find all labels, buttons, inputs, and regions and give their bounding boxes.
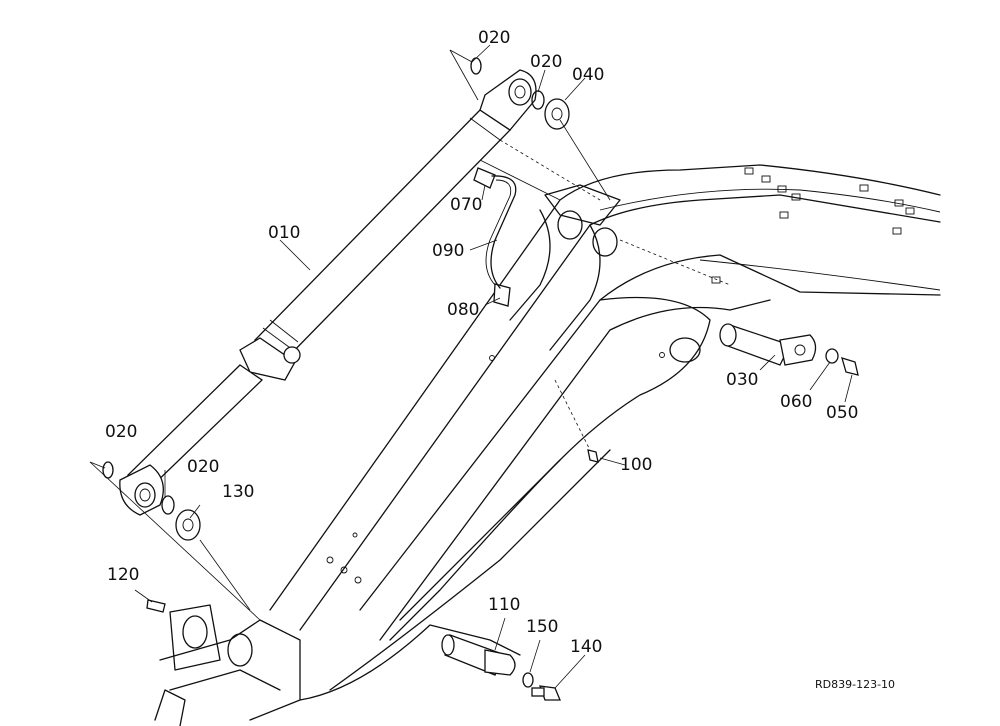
- callout-110: 110: [488, 595, 520, 615]
- callout-010: 010: [268, 223, 300, 243]
- pins-and-bolts: [146, 167, 859, 701]
- callout-020-lower: 020: [105, 422, 137, 442]
- callout-020-rod: 020: [187, 457, 219, 477]
- washer-060: [825, 348, 839, 364]
- callout-140: 140: [570, 637, 602, 657]
- callout-060: 060: [780, 392, 812, 412]
- o-rings-and-washers: [102, 57, 839, 541]
- callout-090: 090: [432, 241, 464, 261]
- washer-130: [175, 509, 201, 541]
- o-ring-020a: [470, 57, 482, 75]
- callout-020-top: 020: [478, 28, 510, 48]
- leader-lines: [89, 44, 853, 689]
- callout-080: 080: [447, 300, 479, 320]
- washer-040: [544, 98, 570, 130]
- callout-120: 120: [107, 565, 139, 585]
- callout-130: 130: [222, 482, 254, 502]
- callout-020-upper: 020: [530, 52, 562, 72]
- o-ring-020c: [102, 461, 114, 479]
- callout-150: 150: [526, 617, 558, 637]
- callout-100: 100: [620, 455, 652, 475]
- callout-050: 050: [826, 403, 858, 423]
- o-ring-020d: [161, 495, 175, 515]
- boom-arm: [154, 139, 941, 726]
- callout-030: 030: [726, 370, 758, 390]
- hydraulic-cylinder: [119, 69, 537, 516]
- callout-labels: 020 020 040 070 010 090 080 030 060 050 …: [105, 28, 895, 691]
- callout-040: 040: [572, 65, 604, 85]
- callout-070: 070: [450, 195, 482, 215]
- reference-code: RD839-123-10: [815, 678, 895, 691]
